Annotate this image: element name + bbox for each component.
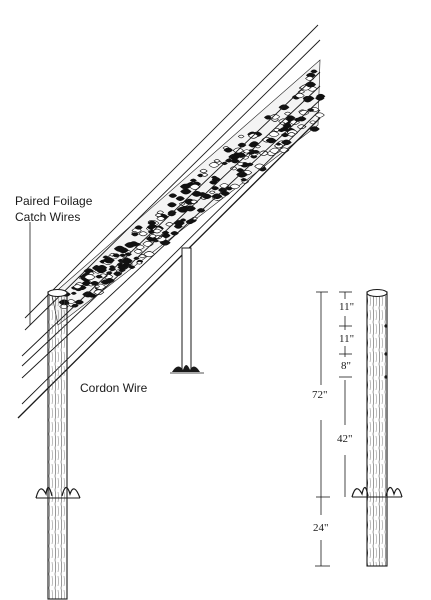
leaf-mark	[316, 93, 326, 99]
leaf-mark	[88, 293, 97, 298]
dimension-lines	[315, 291, 352, 567]
leaf-mark	[236, 168, 245, 173]
leaf-mark	[237, 134, 245, 139]
leaf-mark	[240, 178, 248, 182]
dim-label-24: 24"	[312, 522, 330, 534]
leaf-mark	[230, 158, 240, 164]
leaf-mark	[73, 284, 82, 289]
catch-wires	[21, 24, 321, 379]
canopy-foliage	[51, 59, 326, 326]
leaf-mark	[199, 168, 208, 174]
leaf-mark	[268, 131, 280, 138]
leaf-mark	[180, 218, 187, 222]
leaf-mark	[173, 224, 183, 229]
leaf-mark	[201, 173, 209, 177]
leaf-mark	[124, 242, 136, 248]
leaf-mark	[103, 257, 115, 264]
leaf-mark	[252, 149, 260, 154]
leaf-mark	[180, 188, 192, 195]
leaf-mark	[277, 128, 285, 133]
leaf-mark	[189, 178, 197, 183]
leaf-mark	[134, 242, 141, 247]
leaf-mark	[147, 220, 157, 226]
leaf-mark	[138, 231, 148, 237]
end-post-left	[35, 289, 81, 600]
center-post	[170, 247, 204, 374]
dim-label-42: 42"	[336, 433, 354, 445]
leaf-mark	[314, 112, 325, 118]
leaf-mark	[148, 234, 157, 239]
leaf-mark	[282, 123, 292, 129]
leaf-mark	[179, 183, 191, 190]
leaf-mark	[269, 114, 281, 120]
dim-label-72: 72"	[311, 389, 329, 401]
leaf-mark	[113, 245, 126, 252]
dim-label-11-middle: 11"	[338, 333, 356, 345]
leaf-mark	[138, 254, 147, 259]
cordon-wire-label: Cordon Wire	[80, 381, 148, 395]
leaf-mark	[156, 216, 166, 221]
leaf-mark	[211, 186, 220, 191]
dim-label-11-top: 11"	[338, 301, 356, 313]
leaf-mark	[208, 162, 220, 168]
leaf-mark	[275, 142, 282, 146]
catch-wires-label-line2: Catch Wires	[15, 210, 81, 224]
leaf-mark	[168, 193, 178, 198]
leaf-mark	[223, 147, 233, 153]
leaf-mark	[229, 183, 241, 190]
leaf-mark	[154, 213, 163, 218]
leaf-mark	[133, 249, 143, 254]
leaf-mark	[112, 253, 120, 258]
catch-wires-label-line1: Paired Foilage	[15, 194, 93, 208]
leaf-mark	[131, 232, 139, 237]
cordon-wire	[17, 117, 321, 419]
cordon-wire-upper	[21, 109, 321, 405]
leaf-mark	[307, 108, 315, 112]
leaf-mark	[128, 265, 136, 269]
leaf-mark	[167, 202, 177, 208]
leaf-mark	[134, 225, 143, 230]
leaf-mark	[298, 110, 310, 116]
leaf-mark	[213, 159, 221, 163]
measured-post	[351, 289, 403, 567]
leaf-mark	[309, 126, 320, 132]
leaf-mark	[136, 261, 143, 265]
dim-label-8: 8"	[340, 360, 352, 372]
leaf-mark	[70, 291, 77, 295]
leaf-mark	[92, 265, 101, 271]
leaf-mark	[209, 190, 216, 194]
leaf-mark	[118, 265, 127, 270]
leaf-mark	[175, 196, 185, 201]
leaf-mark	[119, 253, 126, 258]
leaf-mark	[239, 153, 246, 158]
leaf-mark	[310, 69, 318, 74]
leaf-mark	[83, 274, 96, 281]
leaf-mark	[211, 175, 218, 180]
leaf-mark	[95, 274, 103, 279]
